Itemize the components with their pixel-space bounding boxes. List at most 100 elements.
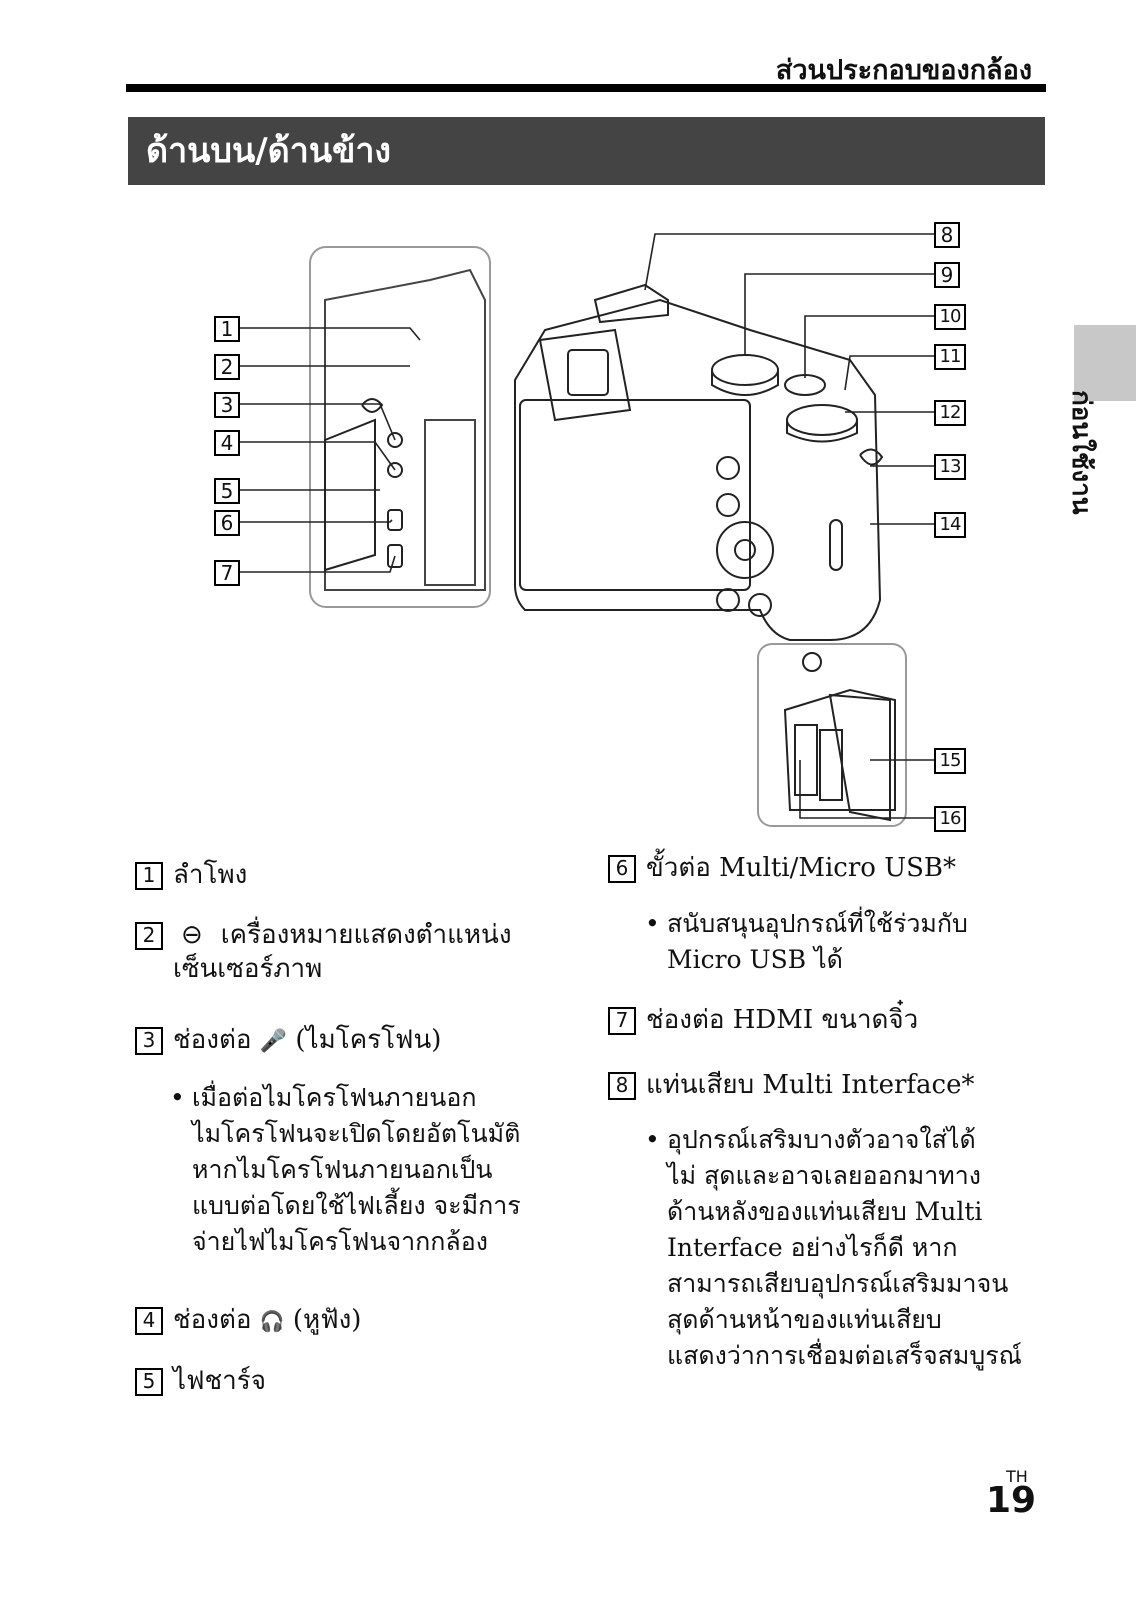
callout-5: 5 — [214, 478, 240, 504]
hdmi-port — [387, 544, 403, 568]
bullet-line: สามารถเสียบอุปกรณ์เสริมมาจน — [667, 1269, 1009, 1298]
callout-15: 15 — [934, 748, 966, 774]
side-view-screen — [424, 419, 476, 586]
item-text-cont: เซ็นเซอร์ภาพ — [173, 954, 323, 984]
card-slot-housing — [783, 688, 896, 811]
mic-jack — [387, 432, 403, 448]
bullet-line: ไม่ สุดและอาจเลยออกมาทาง — [667, 1161, 981, 1190]
delete-button — [748, 593, 772, 617]
callout-1: 1 — [214, 316, 240, 342]
camera-body — [514, 298, 882, 641]
microphone-icon: 🎤 — [259, 1029, 288, 1054]
card-door — [828, 693, 891, 822]
callout-12: 12 — [934, 400, 966, 426]
grip-window — [829, 519, 843, 571]
bullet-line: สนับสนุนอุปกรณ์ที่ใช้ร่วมกับ — [667, 909, 968, 938]
callout-10: 10 — [934, 304, 966, 330]
item-text-suffix: (ไมโครโฟน) — [295, 1025, 442, 1055]
bullet-line: สุดด้านหน้าของแท่นเสียบ — [667, 1305, 942, 1334]
bullet-line: ไมโครโฟนจะเปิดโดยอัตโนมัติ — [192, 1119, 521, 1148]
running-header: ส่วนประกอบของกล้อง — [775, 55, 1032, 86]
page-number: 19 — [986, 1480, 1037, 1521]
callout-11: 11 — [934, 344, 966, 370]
bullet-line: แสดงว่าการเชื่อมต่อเสร็จสมบูรณ์ — [667, 1341, 1022, 1370]
hot-shoe — [593, 283, 669, 324]
side-view-body — [324, 268, 486, 591]
callout-8: 8 — [934, 222, 960, 248]
card-slot-1 — [794, 724, 818, 796]
fn-button — [716, 493, 740, 517]
bullet-line: Micro USB ได้ — [667, 945, 843, 974]
callout-14: 14 — [934, 512, 966, 538]
c-button — [716, 588, 740, 612]
item-number: 1 — [135, 862, 163, 890]
bullet-line: Interface อย่างไรก็ดี หาก — [667, 1233, 958, 1262]
callout-13: 13 — [934, 454, 966, 480]
headphone-icon: 🎧 — [259, 1309, 285, 1333]
viewfinder — [538, 328, 632, 422]
bullet-line: หากไมโครโฟนภายนอกเป็น — [192, 1155, 493, 1184]
item-5: 5 ไฟชาร์จ — [135, 1364, 266, 1398]
callout-6: 6 — [214, 510, 240, 536]
strap-lug-left — [361, 398, 384, 413]
bullet-line: อุปกรณ์เสริมบางตัวอาจใส่ได้ — [667, 1125, 976, 1154]
bullet-mic: • เมื่อต่อไมโครโฟนภายนอก ไมโครโฟนจะเปิดโ… — [170, 1080, 521, 1260]
item-text: เครื่องหมายแสดงตำแหน่ง — [220, 920, 512, 950]
item-4: 4 ช่องต่อ 🎧 (หูฟัง) — [135, 1303, 361, 1338]
item-1: 1 ลำโพง — [135, 858, 247, 892]
item-8: 8 แท่นเสียบ Multi Interface* — [608, 1068, 975, 1102]
item-text-suffix: (หูฟัง) — [292, 1305, 362, 1335]
bullet-mark: • — [170, 1083, 185, 1112]
item-2: 2 ⊖ เครื่องหมายแสดงตำแหน่ง เซ็นเซอร์ภาพ — [135, 918, 512, 986]
item-number: 3 — [135, 1027, 163, 1055]
usb-port — [387, 509, 403, 531]
header-rule — [126, 84, 1046, 92]
headphone-jack — [387, 462, 403, 478]
item-number: 2 — [135, 922, 163, 950]
side-view-frame — [309, 246, 491, 608]
eyepiece-window — [567, 349, 609, 396]
item-text: ช่องต่อ HDMI ขนาดจิ๋ว — [646, 1005, 919, 1035]
callout-3: 3 — [214, 392, 240, 418]
item-number: 4 — [135, 1307, 163, 1335]
bullet-line: จ่ายไฟไมโครโฟนจากกล้อง — [192, 1227, 488, 1256]
dial-front — [711, 354, 779, 386]
sensor-position-icon: ⊖ — [181, 920, 203, 950]
item-number: 8 — [608, 1072, 636, 1100]
bullet-line: ด้านหลังของแท่นเสียบ Multi — [667, 1197, 983, 1226]
item-3: 3 ช่องต่อ 🎤 (ไมโครโฟน) — [135, 1023, 441, 1059]
control-wheel — [716, 521, 774, 579]
bullet-mark: • — [645, 1125, 660, 1154]
callout-2: 2 — [214, 354, 240, 380]
page-language: TH — [1006, 1467, 1028, 1486]
item-text: ไฟชาร์จ — [173, 1366, 266, 1396]
bullet-line: เมื่อต่อไมโครโฟนภายนอก — [192, 1083, 477, 1112]
ae-button — [716, 456, 740, 480]
bullet-line: แบบต่อโดยใช้ไฟเลี้ยง จะมีการ — [192, 1191, 521, 1220]
side-tab-label: ก่อนใช้งาน — [1066, 390, 1096, 515]
item-number: 7 — [608, 1007, 636, 1035]
side-tab-marker — [1074, 325, 1136, 401]
item-text: ขั้วต่อ Multi/Micro USB* — [646, 853, 957, 883]
section-title: ด้านบน/ด้านข้าง — [128, 117, 1045, 185]
item-number: 6 — [608, 855, 636, 883]
bullet-usb: • สนับสนุนอุปกรณ์ที่ใช้ร่วมกับ Micro USB… — [645, 906, 968, 978]
bullet-mark: • — [645, 909, 660, 938]
lcd-screen — [519, 399, 751, 591]
card-slot-2 — [819, 729, 843, 801]
item-text: ช่องต่อ — [173, 1025, 252, 1055]
item-7: 7 ช่องต่อ HDMI ขนาดจิ๋ว — [608, 1003, 918, 1037]
bullet-shoe: • อุปกรณ์เสริมบางตัวอาจใส่ได้ ไม่ สุดและ… — [645, 1122, 1022, 1374]
item-6: 6 ขั้วต่อ Multi/Micro USB* — [608, 851, 956, 885]
exposure-dial — [786, 404, 858, 436]
card-slot-inset-frame — [757, 643, 907, 827]
callout-4: 4 — [214, 430, 240, 456]
callout-16: 16 — [934, 806, 966, 832]
callout-9: 9 — [934, 262, 960, 288]
strap-lug-right — [859, 448, 884, 466]
item-text: ลำโพง — [173, 860, 248, 890]
item-text: แท่นเสียบ Multi Interface* — [646, 1070, 975, 1100]
item-text: ช่องต่อ — [173, 1305, 252, 1335]
item-number: 5 — [135, 1368, 163, 1396]
